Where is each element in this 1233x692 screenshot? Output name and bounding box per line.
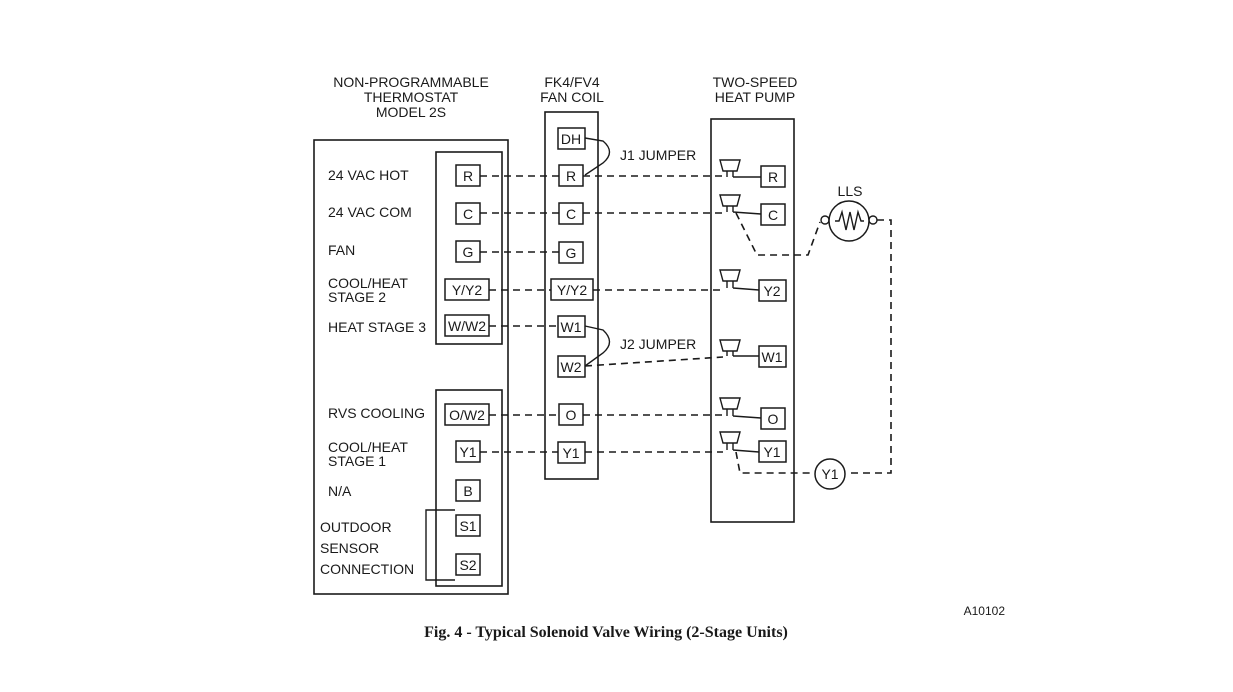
wire-lls-to-y1-relay (846, 219, 892, 474)
hp-terminal-w1-label: W1 (762, 349, 783, 365)
label-fan: FAN (328, 242, 355, 258)
hp-terminal-r-label: R (768, 169, 778, 185)
hp-terminal-y2 (758, 279, 787, 302)
label-sensor: SENSOR (320, 540, 379, 556)
j2-jumper-wire (584, 325, 611, 367)
heat-pump-connectors (719, 159, 762, 453)
heat-pump-terminals: R C Y2 W1 O Y1 (758, 165, 787, 463)
fc-terminal-w2 (557, 355, 586, 378)
wire-w2-fc-hp (584, 356, 724, 367)
connector-c (719, 194, 762, 215)
connector-w1 (719, 339, 759, 357)
fc-terminal-dh-label: DH (561, 131, 581, 147)
label-cool-heat-1-line-1: COOL/HEAT (328, 439, 408, 455)
y1-relay-coil (814, 458, 846, 490)
fc-terminal-c-label: C (566, 206, 576, 222)
lls-coil (828, 200, 870, 242)
thermostat-title-line-1: NON-PROGRAMMABLE (333, 74, 489, 90)
lls-terminal-right (868, 215, 878, 225)
y1-relay: Y1 (814, 458, 846, 490)
hp-terminal-y2-label: Y2 (763, 283, 780, 299)
fc-terminal-w2-label: W2 (561, 359, 582, 375)
hp-terminal-o (760, 407, 786, 430)
label-na: N/A (328, 483, 352, 499)
connector-r (719, 159, 761, 178)
fan-coil-title-line-2: FAN COIL (540, 89, 604, 105)
j1-jumper-label: J1 JUMPER (620, 147, 696, 163)
tstat-terminal-w-w2-label: W/W2 (448, 318, 486, 334)
label-cool-heat-1-line-2: STAGE 1 (328, 453, 386, 469)
label-rvs-cooling: RVS COOLING (328, 405, 425, 421)
tstat-terminal-s2-label: S2 (459, 557, 476, 573)
tstat-terminal-g-label: G (463, 244, 474, 260)
hp-terminal-c (760, 203, 786, 226)
outdoor-sensor-bracket (425, 509, 455, 581)
label-connection: CONNECTION (320, 561, 414, 577)
tstat-terminal-b (455, 479, 481, 502)
tstat-terminal-s2 (455, 553, 481, 576)
tstat-terminal-b-label: B (463, 483, 472, 499)
connector-y2 (719, 269, 760, 291)
fc-terminal-r-label: R (566, 168, 576, 184)
heat-pump-title-line-2: HEAT PUMP (715, 89, 795, 105)
thermostat-title-line-3: MODEL 2S (376, 104, 446, 120)
lls-coil-symbol (835, 209, 864, 231)
field-wiring (480, 175, 892, 474)
hp-terminal-c-label: C (768, 207, 778, 223)
figure-code: A10102 (964, 604, 1006, 618)
tstat-terminal-s1-label: S1 (459, 518, 476, 534)
label-heat-stage-3: HEAT STAGE 3 (328, 319, 426, 335)
j1-jumper-wire (584, 137, 611, 176)
fc-terminal-y1-label: Y1 (562, 445, 579, 461)
heat-pump-title-line-1: TWO-SPEED (713, 74, 798, 90)
connector-y1 (719, 431, 760, 453)
connector-o (719, 397, 762, 419)
fan-coil-title-line-1: FK4/FV4 (544, 74, 599, 90)
label-24vac-com: 24 VAC COM (328, 204, 412, 220)
label-outdoor: OUTDOOR (320, 519, 392, 535)
thermostat-terminals: R C G Y/Y2 W/W2 O/W2 Y1 B S1 S2 (444, 164, 490, 576)
wire-c-to-lls (735, 212, 821, 256)
tstat-terminal-r-label: R (463, 168, 473, 184)
tstat-terminal-s1 (455, 514, 481, 537)
lls-solenoid: LLS (820, 183, 878, 242)
hp-terminal-o-label: O (768, 411, 779, 427)
tstat-terminal-y-y2-label: Y/Y2 (452, 282, 483, 298)
fc-terminal-y-y2-label: Y/Y2 (557, 282, 588, 298)
tstat-terminal-y1-label: Y1 (459, 444, 476, 460)
lls-terminal-left (820, 215, 830, 225)
figure-caption: Fig. 4 - Typical Solenoid Valve Wiring (… (424, 624, 788, 641)
fan-coil-title: FK4/FV4 FAN COIL (540, 74, 604, 105)
tstat-terminal-o-w2-label: O/W2 (449, 407, 485, 423)
thermostat-title: NON-PROGRAMMABLE THERMOSTAT MODEL 2S (333, 74, 489, 120)
y1-relay-label: Y1 (821, 466, 838, 482)
hp-terminal-y1-label: Y1 (763, 444, 780, 460)
label-cool-heat-2-line-2: STAGE 2 (328, 289, 386, 305)
label-cool-heat-2-line-1: COOL/HEAT (328, 275, 408, 291)
thermostat-title-line-2: THERMOSTAT (364, 89, 459, 105)
thermostat-labels: 24 VAC HOT 24 VAC COM FAN COOL/HEAT STAG… (320, 167, 426, 577)
tstat-terminal-c-label: C (463, 206, 473, 222)
heat-pump-title: TWO-SPEED HEAT PUMP (713, 74, 798, 105)
fc-terminal-o-label: O (566, 407, 577, 423)
fc-terminal-g-label: G (566, 245, 577, 261)
fc-terminal-w1-label: W1 (561, 319, 582, 335)
label-24vac-hot: 24 VAC HOT (328, 167, 409, 183)
j2-jumper-label: J2 JUMPER (620, 336, 696, 352)
lls-label: LLS (838, 183, 863, 199)
